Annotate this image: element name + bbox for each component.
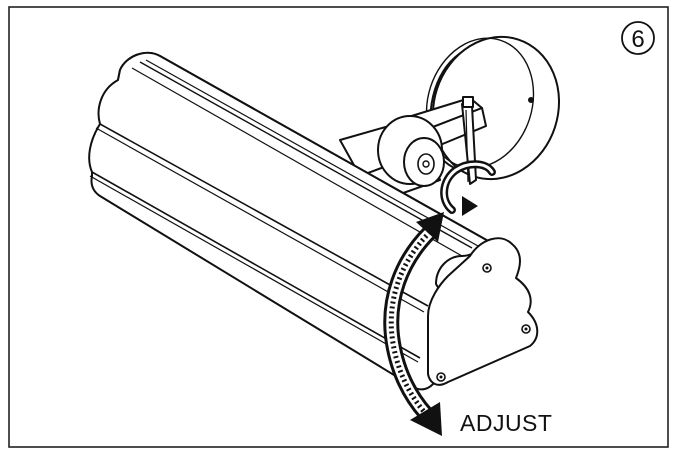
step-number: 6 <box>631 26 644 53</box>
figure-frame <box>8 6 669 448</box>
step-number-circle <box>621 21 655 55</box>
adjust-rotation-arrow <box>383 212 444 436</box>
adjust-label: ADJUST <box>460 410 552 436</box>
step-number-badge: 6 <box>621 21 655 55</box>
tilt-rotation-arrow <box>440 160 496 216</box>
lamp-end-cap <box>427 237 539 386</box>
mount-screw <box>528 97 534 103</box>
